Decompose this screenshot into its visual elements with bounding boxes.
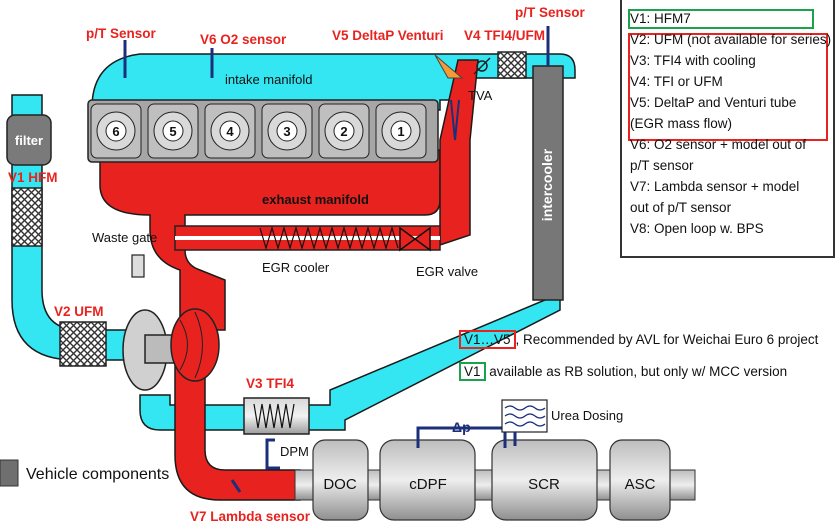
waste-gate (131, 254, 145, 278)
legend-item: V7: Lambda sensor + model (630, 179, 800, 194)
egr-valve-label: EGR valve (416, 264, 478, 279)
delta-p-lines (416, 426, 507, 448)
pt-sensor-left-label: p/T Sensor (86, 26, 157, 41)
legend-green-highlight (628, 9, 814, 29)
exhaust-manifold-label: exhaust manifold (262, 192, 369, 207)
v4-label: V4 TFI4/UFM (464, 28, 545, 43)
cylinder-number: 2 (340, 124, 347, 139)
pt-sensor-right-label: p/T Sensor (515, 5, 586, 20)
turbocharger (122, 308, 220, 391)
intercooler-label: intercooler (539, 148, 555, 221)
v3-tfi4-sensor (243, 397, 310, 435)
vehicle-components-swatch (0, 459, 19, 487)
egr-cooler (174, 225, 441, 251)
legend-item: V1: HFM7 (630, 11, 691, 26)
intercooler: intercooler (532, 65, 564, 301)
filter-label: filter (15, 133, 43, 148)
legend-item: V6: O2 sensor + model out of (630, 137, 806, 152)
urea-dosing-label: Urea Dosing (551, 408, 623, 423)
rb-text: available as RB solution, but only w/ MC… (485, 364, 788, 379)
v2-label: V2 UFM (54, 304, 104, 319)
v5-label: V5 DeltaP Venturi (332, 28, 444, 43)
recommendation-text: , Recommended by AVL for Weichai Euro 6 … (515, 332, 819, 347)
v2-ufm-sensor (59, 321, 107, 367)
legend-item: V8: Open loop w. BPS (630, 221, 764, 236)
cylinder-number-badge (276, 120, 298, 142)
deltap-line (450, 99, 460, 141)
delta-p-label: Δp (452, 419, 471, 435)
scr-label: SCR (528, 476, 560, 493)
intake-manifold-label: intake manifold (225, 72, 312, 87)
asc-label: ASC (625, 476, 656, 493)
exhaust-path (99, 59, 479, 501)
cylinder-number: 6 (112, 124, 119, 139)
cylinder-number: 1 (397, 124, 404, 139)
rb-tag: V1 (459, 362, 486, 381)
legend-item: out of p/T sensor (630, 200, 732, 215)
v1-hfm-sensor (11, 187, 43, 247)
v6-label: V6 O2 sensor (200, 32, 287, 47)
recommendation-tag: V1…V5 (459, 330, 516, 349)
air-filter: filter (6, 114, 52, 166)
aftertreatment (294, 439, 696, 521)
venturi-tube (434, 54, 464, 79)
legend-item: V2: UFM (not available for series) (630, 32, 832, 47)
cylinder-number-badge (390, 120, 412, 142)
asc-unit (609, 439, 671, 521)
legend-item: V3: TFI4 with cooling (630, 53, 756, 68)
cylinder-number: 3 (283, 124, 290, 139)
egr-cooler-label: EGR cooler (262, 260, 330, 275)
doc-label: DOC (323, 476, 357, 493)
cylinder-number-badge (333, 120, 355, 142)
doc-unit (312, 439, 369, 521)
egr-valve (399, 226, 431, 252)
dpm-label: DPM (280, 444, 309, 459)
legend-item: V4: TFI or UFM (630, 74, 723, 89)
vehicle-components-label: Vehicle components (26, 466, 169, 483)
legend-red-highlight (628, 33, 828, 141)
urea-dosing (501, 399, 548, 446)
rb-solution-note: V1 available as RB solution, but only w/… (459, 362, 787, 381)
cylinder-number: 5 (169, 124, 176, 139)
cdpf-label: cDPF (409, 476, 447, 493)
tva-label: TVA (468, 88, 493, 103)
recommendation-note: V1…V5, Recommended by AVL for Weichai Eu… (459, 330, 818, 349)
cylinders: 6 5 4 3 2 1 (90, 103, 427, 159)
tva-throttle (473, 57, 491, 75)
cylinder-number: 4 (226, 124, 234, 139)
cdpf-unit (379, 439, 476, 521)
cylinder-number-badge (219, 120, 241, 142)
v4-sensor (497, 51, 527, 79)
waste-gate-label: Waste gate (92, 230, 157, 245)
v3-label: V3 TFI4 (246, 376, 295, 391)
legend-item: V5: DeltaP and Venturi tube (630, 95, 797, 110)
scr-unit (491, 439, 598, 521)
cylinder-number-badge (162, 120, 184, 142)
legend-item: (EGR mass flow) (630, 116, 733, 131)
v1-label: V1 HFM (8, 170, 58, 185)
legend-item: p/T sensor (630, 158, 694, 173)
v7-label: V7 Lambda sensor (190, 509, 311, 524)
cylinder-number-badge (105, 120, 127, 142)
dpm-sensor (265, 438, 280, 470)
lambda-sensor-stub (230, 479, 242, 493)
